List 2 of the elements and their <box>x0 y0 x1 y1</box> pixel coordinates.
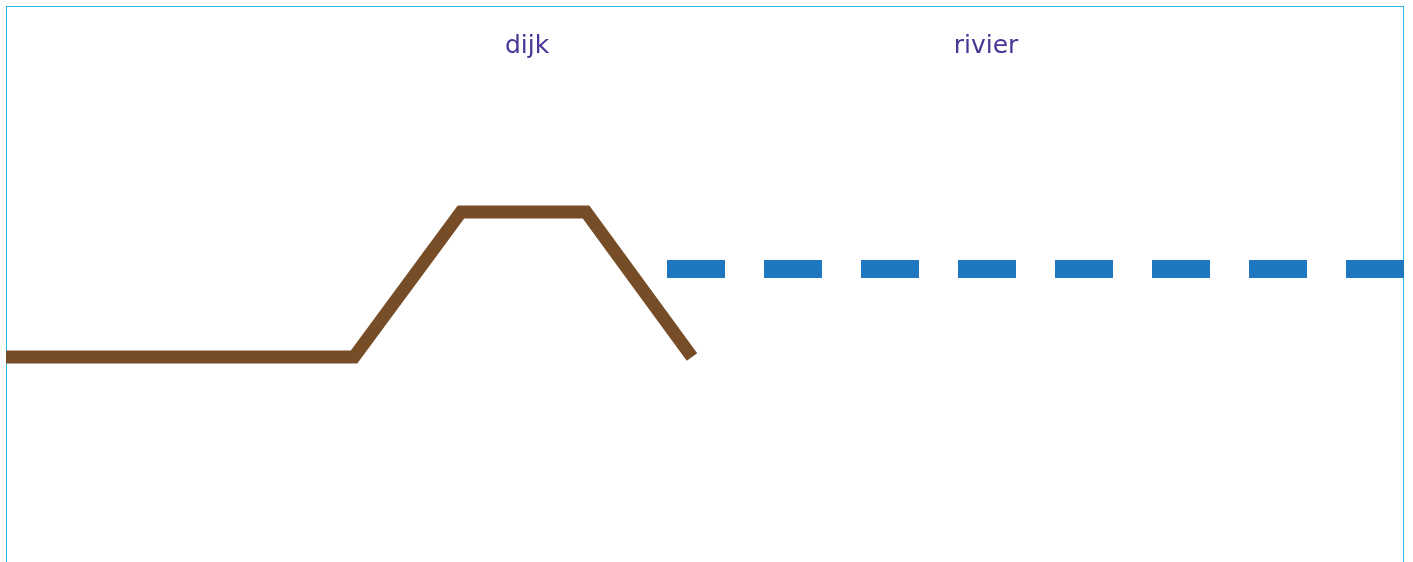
part-label: dijk <box>504 30 550 59</box>
part-label: rivier <box>953 30 1019 59</box>
